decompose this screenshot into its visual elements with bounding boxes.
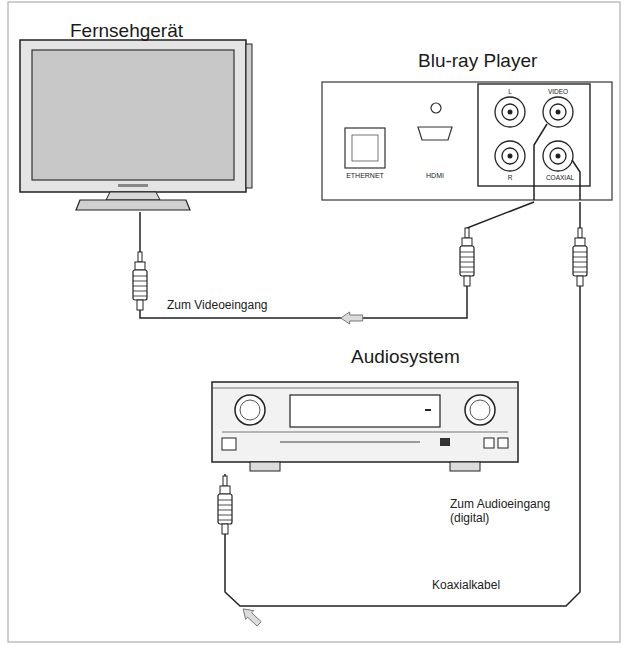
cable-label: Koaxialkabel [430, 579, 502, 593]
device-label: Blu-ray Player [418, 50, 537, 72]
cable-label: Zum Videoeingang [165, 299, 270, 313]
port-label: ETHERNET [335, 172, 395, 180]
device-node: Audiosystem [206, 344, 524, 474]
port-label: VIDEO [541, 88, 575, 95]
port-label: R [495, 174, 525, 181]
bluray-rear-panel [322, 82, 612, 200]
frame [8, 2, 620, 642]
flow-arrow [243, 609, 261, 626]
cable-line [140, 202, 534, 318]
cable-note: Zum Audioeingang (digital) [450, 498, 562, 526]
cable-connector [140, 202, 534, 324]
port-label: COAXIAL [545, 174, 575, 181]
device-label: Fernsehgerät [70, 20, 183, 42]
tv-illustration [20, 40, 252, 210]
flow-arrow [341, 312, 363, 324]
rca-plugs [133, 228, 587, 534]
audio-receiver-illustration [212, 382, 518, 471]
port-label: L [495, 88, 525, 95]
port-label: HDMI [410, 172, 460, 180]
device-label: Audiosystem [351, 346, 460, 368]
device-node: Fernsehgerät [18, 14, 250, 212]
